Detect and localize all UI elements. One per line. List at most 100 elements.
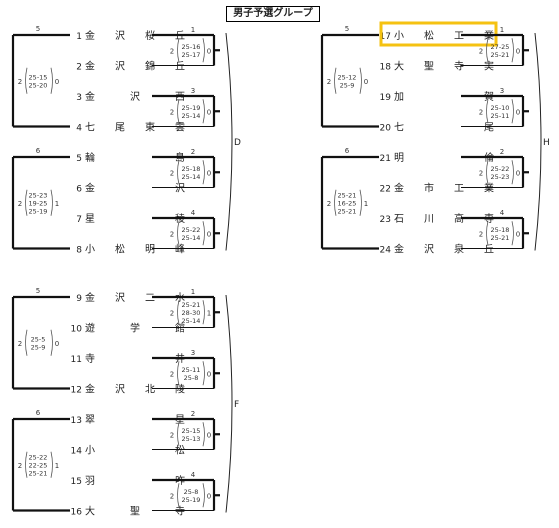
group-f-r2-match-no: 6 bbox=[36, 409, 41, 417]
group-h-team-name-char: 工 bbox=[454, 184, 464, 195]
group-d-r1-score: 25-19 bbox=[182, 104, 201, 112]
group-d-team-name-char: 七 bbox=[85, 122, 95, 134]
group-f-r1-score: 25-19 bbox=[182, 496, 201, 504]
group-d-group-brace bbox=[225, 32, 233, 251]
group-d-team-no: 4 bbox=[76, 124, 82, 134]
group-f-r1-paren-right bbox=[202, 422, 205, 447]
group-f-r1-score: 25-13 bbox=[182, 435, 201, 443]
group-f-r2-score: 22-25 bbox=[29, 461, 48, 469]
group-d-team-no: 7 bbox=[76, 215, 82, 225]
group-h-r1-sets-lost: 0 bbox=[516, 230, 520, 238]
group-d-r2-paren-left bbox=[25, 189, 28, 216]
group-d-team-name-char: 金 bbox=[85, 29, 95, 42]
group-d-r1-match-no: 4 bbox=[191, 209, 196, 217]
group-f-team-name-char: 聖 bbox=[130, 506, 140, 518]
group-h-team-name-char: 沢 bbox=[424, 243, 434, 256]
group-d-r2-sets-won: 2 bbox=[18, 200, 22, 208]
group-d-r1-sets-won: 2 bbox=[170, 169, 174, 177]
group-h-r1-sets-lost: 0 bbox=[516, 169, 520, 177]
group-h-r2-score: 16-25 bbox=[338, 199, 357, 207]
group-f-r2-sets-won: 2 bbox=[18, 340, 22, 348]
group-f-r1-score: 25-14 bbox=[182, 317, 201, 325]
group-f-r2-sets-lost: 1 bbox=[55, 462, 59, 470]
group-f-r1-sets-lost: 0 bbox=[207, 431, 211, 439]
group-d-r1-match-no: 3 bbox=[191, 87, 195, 95]
group-d-team-name-char: 金 bbox=[85, 182, 95, 195]
group-f-r2-sets-lost: 0 bbox=[55, 340, 59, 348]
group-d-r1-score: 25-18 bbox=[182, 165, 201, 173]
group-f-r1-sets-lost: 0 bbox=[207, 492, 211, 500]
group-d-r2-score: 25-20 bbox=[29, 81, 48, 89]
group-f-r1-sets-lost: 0 bbox=[207, 370, 211, 378]
group-d-r2-score: 25-23 bbox=[29, 191, 48, 199]
group-d-r1-sets-lost: 0 bbox=[207, 169, 211, 177]
group-h-r2-match-no: 5 bbox=[345, 25, 349, 33]
group-f-r1-paren-right bbox=[202, 483, 205, 508]
group-h-team-no: 22 bbox=[380, 185, 391, 195]
group-d-team-name-char: 峰 bbox=[175, 244, 185, 256]
group-h-r1-paren-left bbox=[486, 160, 489, 185]
group-h-group-label: H bbox=[543, 138, 550, 148]
group-h-team-name-char: 金 bbox=[394, 243, 404, 256]
group-h-team-no: 18 bbox=[380, 63, 392, 73]
group-h-r2-sets-lost: 1 bbox=[364, 200, 368, 208]
group-d-team-name-char: 東 bbox=[145, 121, 155, 134]
group-f-r1-sets-won: 2 bbox=[170, 431, 174, 439]
group-h-team-name-char: 市 bbox=[424, 182, 434, 195]
group-f-r1-paren-left bbox=[177, 483, 180, 508]
group-d-team-no: 5 bbox=[76, 154, 82, 164]
group-d-r2-paren-right bbox=[50, 189, 53, 216]
group-f-team-no: 15 bbox=[71, 477, 82, 487]
group-d-team-no: 2 bbox=[76, 63, 82, 73]
group-f-team-name-char: 羽 bbox=[85, 475, 95, 487]
group-h-team-no: 24 bbox=[380, 246, 392, 256]
group-f-group-label: F bbox=[234, 400, 239, 410]
group-h-r1-sets-won: 2 bbox=[479, 47, 483, 55]
group-d-team-name-char: 桜 bbox=[145, 29, 155, 42]
group-h-team-name-char: 聖 bbox=[424, 61, 434, 73]
group-f-r1-sets-won: 2 bbox=[170, 492, 174, 500]
group-f-r1-score: 25-15 bbox=[182, 427, 201, 435]
group-d-r1-match-no: 1 bbox=[191, 26, 195, 34]
group-h-r1-match-no: 4 bbox=[500, 209, 505, 217]
group-h-r2-score: 25-9 bbox=[340, 81, 355, 89]
group-h-team-name-char: 松 bbox=[424, 29, 434, 42]
group-f-r1-match-no: 1 bbox=[191, 288, 195, 296]
group-h-team-name-char: 七 bbox=[394, 122, 404, 134]
group-d-r1-sets-won: 2 bbox=[170, 47, 174, 55]
group-f-team-name-char: 北 bbox=[145, 384, 155, 396]
group-d-team-name-char: 沢 bbox=[130, 90, 140, 103]
group-f-r2-score: 25-9 bbox=[31, 343, 46, 351]
group-d-r1-score: 25-17 bbox=[182, 51, 201, 59]
group-d-team-name-char: 金 bbox=[85, 60, 95, 73]
group-f-team-name-char: 寺 bbox=[175, 506, 185, 518]
group-h-r1-paren-left bbox=[486, 38, 489, 63]
group-h-r1-sets-won: 2 bbox=[479, 169, 483, 177]
group-f-team-name-char: 金 bbox=[85, 383, 95, 396]
group-h-team-name-char: 川 bbox=[424, 214, 434, 225]
group-h-r1-paren-left bbox=[486, 99, 489, 124]
group-d-r1-paren-right bbox=[202, 160, 205, 185]
group-d-r1-paren-right bbox=[202, 38, 205, 63]
group-f-r2-paren-left bbox=[25, 451, 28, 478]
group-h-team-name-char: 尾 bbox=[484, 122, 494, 134]
group-h-team-name-char: 小 bbox=[394, 30, 404, 42]
group-h-r2-score: 25-12 bbox=[338, 73, 357, 81]
group-f-team-name-char: 小 bbox=[85, 445, 95, 457]
group-h-r2-score: 25-21 bbox=[338, 207, 357, 215]
group-h-r1-score: 25-18 bbox=[491, 226, 510, 234]
group-d-team-name-char: 沢 bbox=[115, 29, 125, 42]
group-d-r2-sets-lost: 1 bbox=[55, 200, 59, 208]
group-f-r1-paren-right bbox=[202, 300, 205, 325]
group-f-group-brace bbox=[225, 294, 233, 513]
group-d-team-name-char: 沢 bbox=[115, 60, 125, 73]
group-d-r2-score: 25-15 bbox=[29, 73, 48, 81]
group-h-team-no: 19 bbox=[380, 93, 392, 103]
group-d-team-name-char: 雲 bbox=[175, 122, 185, 134]
group-d-r1-paren-left bbox=[177, 221, 180, 246]
group-f-r2-score: 25-22 bbox=[29, 453, 48, 461]
group-d-r1-score: 25-22 bbox=[182, 226, 201, 234]
group-h-r1-score: 27-25 bbox=[491, 43, 510, 51]
group-d-r1-score: 25-16 bbox=[182, 43, 201, 51]
group-h-team-name-char: 寺 bbox=[454, 61, 464, 73]
